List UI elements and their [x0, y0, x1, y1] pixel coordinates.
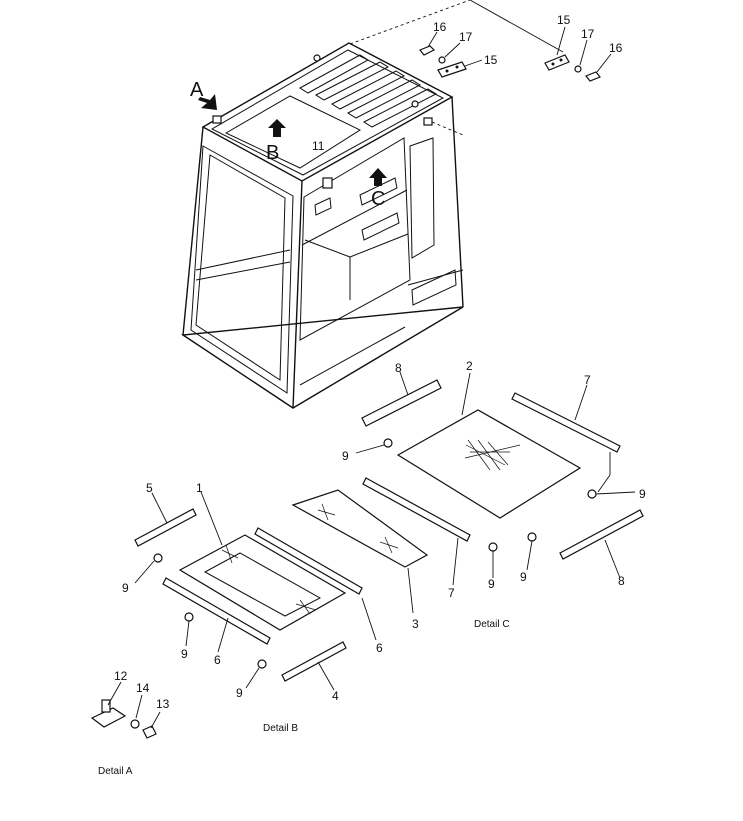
detail-b-caption: Detail B	[263, 723, 298, 734]
callout-17-right: 17	[581, 27, 595, 41]
callout-9-b-left: 9	[122, 581, 129, 595]
callout-15-right: 15	[557, 13, 571, 27]
view-label-b: B	[266, 142, 279, 164]
detail-c-parts	[355, 371, 644, 586]
detail-b-parts	[134, 489, 429, 691]
callout-6-upper: 6	[376, 641, 383, 655]
callout-9-c-left: 9	[342, 449, 349, 463]
callout-7-lower: 7	[448, 586, 455, 600]
callout-1: 1	[196, 481, 203, 495]
callout-11: 11	[312, 139, 325, 153]
bracket-set-right	[544, 26, 612, 82]
callout-9-b-mid: 9	[181, 647, 188, 661]
detail-a-parts	[90, 681, 161, 739]
view-arrow-a	[198, 94, 217, 110]
detail-a-caption: Detail A	[98, 766, 133, 777]
callout-12: 12	[114, 669, 128, 683]
callout-5: 5	[146, 481, 153, 495]
explosion-leaders	[349, 0, 564, 136]
callout-7-upper: 7	[584, 373, 591, 387]
detail-c-caption: Detail C	[474, 619, 510, 630]
callout-16-left: 16	[433, 20, 447, 34]
cab-frame	[180, 42, 464, 409]
callout-13: 13	[156, 697, 170, 711]
callout-9-c-right: 9	[639, 487, 646, 501]
view-label-a: A	[190, 79, 204, 101]
callout-3: 3	[412, 617, 419, 631]
callout-14: 14	[136, 681, 150, 695]
callout-16-right: 16	[609, 41, 623, 55]
callout-15-left: 15	[484, 53, 498, 67]
bracket-set-left	[419, 31, 483, 78]
view-arrow-c	[369, 168, 387, 186]
callout-9-c-low: 9	[520, 570, 527, 584]
view-label-c: C	[371, 188, 385, 210]
callout-9-c-mid: 9	[488, 577, 495, 591]
callout-4: 4	[332, 689, 339, 703]
callout-8-upper: 8	[395, 361, 402, 375]
callout-17-left: 17	[459, 30, 473, 44]
callout-9-b-low: 9	[236, 686, 243, 700]
callout-8-lower: 8	[618, 574, 625, 588]
callout-6-lower: 6	[214, 653, 221, 667]
view-arrow-b	[268, 119, 286, 137]
callout-2: 2	[466, 359, 473, 373]
callout-numbers: 1 2 3 4 5 6 6 7 7 8 8 9 9 9 9 9 9 9 11 1…	[114, 13, 646, 711]
